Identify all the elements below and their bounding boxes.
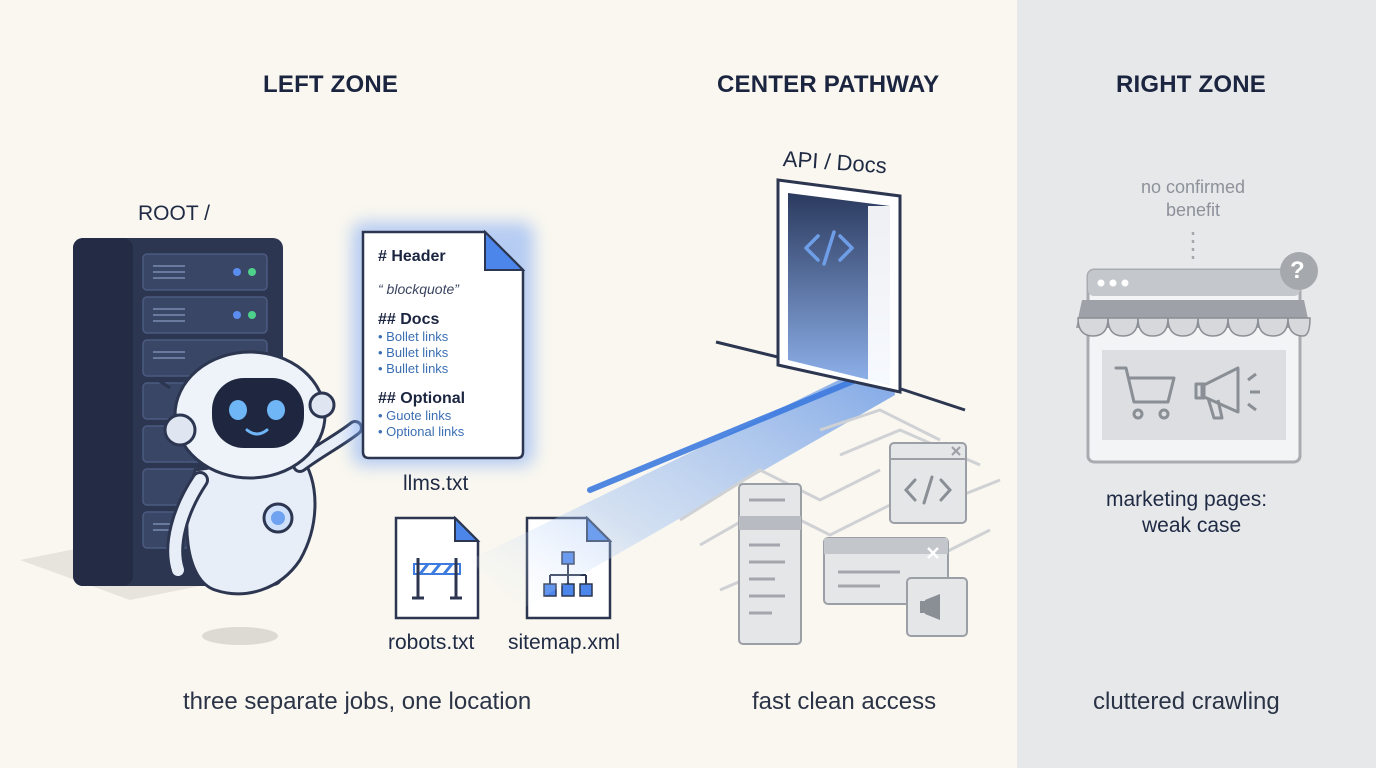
barrier-icon xyxy=(394,515,481,620)
code-icon xyxy=(804,230,854,266)
no-benefit-note-line2: benefit xyxy=(1165,200,1221,220)
doc-optional-item: • Optional links xyxy=(378,424,465,439)
right-zone-title: RIGHT ZONE xyxy=(1116,71,1266,98)
doc-optional-heading: ## Optional xyxy=(378,390,466,407)
document-icon xyxy=(352,222,534,466)
megaphone-icon xyxy=(1194,366,1260,420)
doc-blockquote: “ blockquote” xyxy=(378,281,459,297)
left-caption: three separate jobs, one location xyxy=(183,688,532,715)
doc-docs-item: • Bollet links xyxy=(378,329,449,344)
doc-docs-item: • Bullet links xyxy=(378,345,449,360)
root-label: ROOT / xyxy=(138,202,210,225)
question-icon xyxy=(1280,252,1318,290)
doc-optional-item: • Guote links xyxy=(378,408,452,423)
center-caption: fast clean access xyxy=(752,688,937,715)
right-caption: cluttered crawling xyxy=(1093,688,1280,715)
robot-icon xyxy=(154,350,363,645)
llms-txt-label: llms.txt xyxy=(403,472,469,495)
light-beam xyxy=(470,355,895,610)
shopping-cart-icon xyxy=(1114,366,1176,420)
robots-txt-label: robots.txt xyxy=(388,631,475,654)
cluttered-windows xyxy=(738,442,968,645)
store-label-line2: weak case xyxy=(1142,514,1242,537)
doc-docs-item: • Bullet links xyxy=(378,361,449,376)
center-pathway-title: CENTER PATHWAY xyxy=(717,71,940,98)
doc-header: # Header xyxy=(378,248,446,265)
store-label-line1: marketing pages: xyxy=(1106,488,1268,511)
close-icon xyxy=(951,446,961,456)
doc-docs-heading: ## Docs xyxy=(378,311,440,328)
left-zone-title: LEFT ZONE xyxy=(263,71,399,98)
no-benefit-note-line1: no confirmed xyxy=(1140,177,1246,197)
door xyxy=(715,178,966,412)
close-icon xyxy=(927,547,939,559)
sitemap-xml-label: sitemap.xml xyxy=(508,631,621,654)
question-mark-glyph: ? xyxy=(1290,257,1305,284)
storefront xyxy=(1076,232,1318,464)
